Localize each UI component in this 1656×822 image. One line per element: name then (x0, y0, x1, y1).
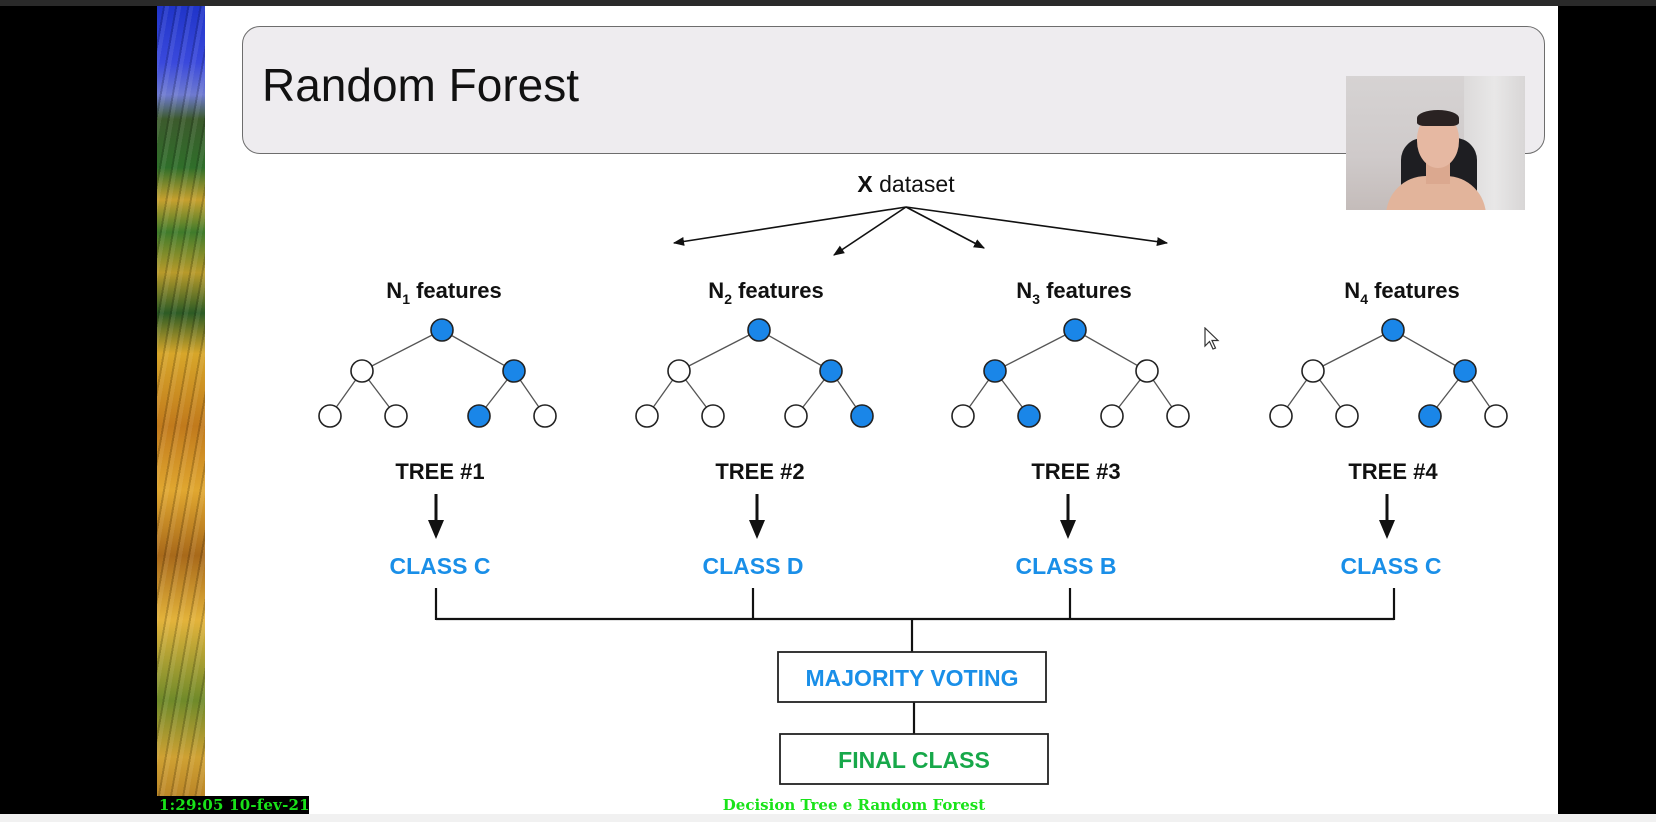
tree-node (701, 404, 725, 428)
tree-node (318, 404, 342, 428)
tree-edge (678, 329, 760, 372)
tree-node (1100, 404, 1124, 428)
tree-edge (441, 329, 515, 372)
tree-node (1381, 318, 1405, 342)
tree-4-label: TREE #4 (1348, 459, 1438, 484)
dataset-label: X dataset (857, 171, 955, 197)
tree-node (1301, 359, 1325, 383)
tree-1-class-label: CLASS C (390, 553, 491, 579)
tree-4-class-label: CLASS C (1341, 553, 1442, 579)
tree-node (467, 404, 491, 428)
tree-2-class-label: CLASS D (703, 553, 804, 579)
webcam-presenter-hair (1417, 110, 1459, 126)
tree-1-down-arrow-head (428, 520, 444, 539)
dataset-fanout-arrows (672, 206, 1169, 256)
webcam-overlay (1346, 76, 1525, 210)
tree-edge (758, 329, 832, 372)
tree-node (1484, 404, 1508, 428)
foliage-background-strip (157, 6, 205, 814)
tree-node (502, 359, 526, 383)
fanout-arrow-1 (672, 206, 907, 246)
feature-letter: N (708, 278, 724, 303)
video-timestamp: 1:29:05 10-fev-21 (157, 796, 310, 815)
tree-3-label: TREE #3 (1031, 459, 1120, 484)
tree-3-features-title: N3 features (1016, 278, 1131, 307)
window-bottom-bar (0, 814, 1656, 822)
tree-node (951, 404, 975, 428)
tree-edge (1312, 329, 1394, 372)
tree-edge (1074, 329, 1148, 372)
fanout-arrow-3 (905, 206, 985, 249)
tree-node (1335, 404, 1359, 428)
tree-node (1453, 359, 1477, 383)
right-letterbox (1558, 6, 1656, 814)
tree-edge (361, 329, 443, 372)
feature-letter: N (1016, 278, 1032, 303)
tree-3-class-label: CLASS B (1016, 553, 1117, 579)
feature-text: features (1368, 278, 1460, 303)
feature-subscript: 4 (1360, 291, 1368, 307)
tree-node (850, 404, 874, 428)
window-top-bar (0, 0, 1656, 6)
tree-edge (1392, 329, 1466, 372)
tree-node (819, 359, 843, 383)
tree-2-features-title: N2 features (708, 278, 823, 307)
feature-subscript: 1 (402, 291, 410, 307)
tree-node (667, 359, 691, 383)
tree-node (747, 318, 771, 342)
feature-letter: N (386, 278, 402, 303)
tree-4-features-title: N4 features (1344, 278, 1459, 307)
video-caption: Decision Tree e Random Forest (722, 796, 986, 814)
final-class-label: FINAL CLASS (838, 747, 990, 773)
tree-3-down-arrow-head (1060, 520, 1076, 539)
dataset-label-rest: dataset (873, 171, 955, 197)
feature-text: features (410, 278, 502, 303)
feature-subscript: 3 (1032, 291, 1040, 307)
tree-node (784, 404, 808, 428)
tree-1-label: TREE #1 (395, 459, 484, 484)
dataset-label-bold: X (857, 171, 873, 197)
title-box (242, 26, 1545, 154)
fanout-arrow-4 (905, 206, 1169, 247)
tree-1-features-title: N1 features (386, 278, 501, 307)
tree-node (1063, 318, 1087, 342)
tree-node (430, 318, 454, 342)
tree-2-label: TREE #2 (715, 459, 804, 484)
tree-node (1269, 404, 1293, 428)
majority-voting-label: MAJORITY VOTING (806, 665, 1019, 691)
tree-2-down-arrow-head (749, 520, 765, 539)
tree-node (635, 404, 659, 428)
tree-node (350, 359, 374, 383)
majority-voting-box (777, 651, 1047, 703)
slide-title: Random Forest (262, 59, 580, 111)
tree-node (533, 404, 557, 428)
tree-node (384, 404, 408, 428)
tree-node (1135, 359, 1159, 383)
tree-edge (994, 329, 1076, 372)
tree-4-down-arrow-head (1379, 520, 1395, 539)
tree-node (1017, 404, 1041, 428)
tree-node (1166, 404, 1190, 428)
feature-text: features (1040, 278, 1132, 303)
class-collector-bracket (434, 588, 1396, 734)
fanout-arrow-2 (833, 206, 907, 256)
final-class-box (779, 733, 1049, 785)
feature-letter: N (1344, 278, 1360, 303)
mouse-cursor-icon (1204, 327, 1220, 350)
feature-subscript: 2 (724, 291, 732, 307)
tree-node (1418, 404, 1442, 428)
tree-node (983, 359, 1007, 383)
feature-text: features (732, 278, 824, 303)
